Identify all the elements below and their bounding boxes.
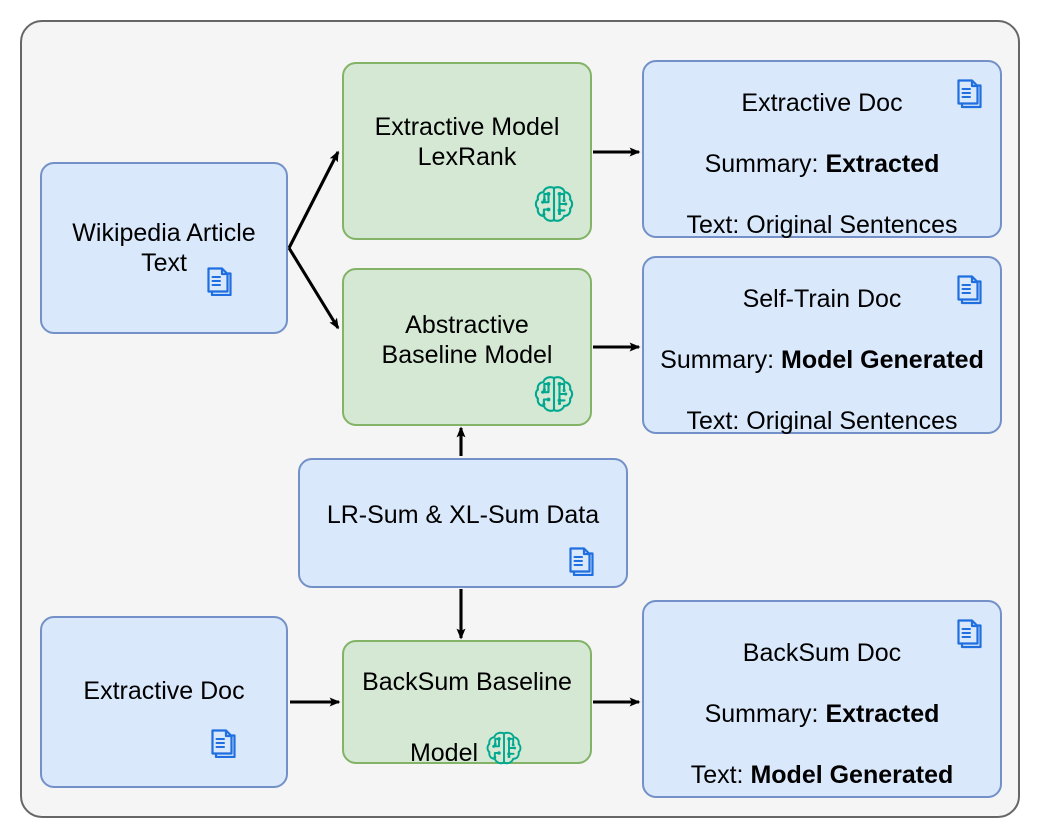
doc-backsum-line1: BackSum Doc [742,639,902,667]
doc-selftrain-line2-prefix: Summary: [660,346,782,374]
documents-icon [202,262,232,297]
doc-extractive-line2-value: Extracted [825,150,940,178]
doc-extractive-line2-prefix: Summary: [704,150,826,178]
node-abstractive-label: Abstractive Baseline Model [381,310,553,370]
node-backsum-model-line2: Model [409,738,479,767]
doc-backsum-line2-prefix: Summary: [704,700,826,728]
node-abstractive-baseline-model[interactable]: Abstractive Baseline Model [342,268,592,426]
documents-icon [952,616,982,650]
doc-backsum-line3-value: Model Generated [750,761,954,789]
node-backsum-baseline-model[interactable]: BackSum Baseline Model [342,640,592,767]
documents-icon [952,76,982,110]
brain-circuit-icon [532,182,576,226]
node-extractive-model-lexrank[interactable]: Extractive Model LexRank [342,62,592,240]
node-doc-backsum-text: BackSum Doc Summary: Extracted Text: Mod… [681,608,964,791]
node-wikipedia-label: Wikipedia Article Text [72,218,256,278]
node-wikipedia-article-text[interactable]: Wikipedia Article Text [40,162,288,334]
node-backsum-model-label-wrap: BackSum Baseline Model [344,636,590,768]
node-doc-selftrain-result[interactable]: Self-Train Doc Summary: Model Generated … [642,254,1002,437]
doc-selftrain-line2-value: Model Generated [781,346,984,374]
node-doc-extractive-result[interactable]: Extractive Doc Summary: Extracted Text: … [642,58,1002,241]
doc-selftrain-line3-value: Original Sentences [746,407,958,435]
doc-extractive-line3-prefix: Text: [686,211,747,239]
doc-backsum-line2-value: Extracted [825,700,940,728]
doc-selftrain-line3-prefix: Text: [686,407,747,435]
node-backsum-model-line1: BackSum Baseline [362,667,572,696]
node-extractive-doc-label: Extractive Doc [83,676,245,705]
node-lrsum-xlsum-data[interactable]: LR-Sum & XL-Sum Data [298,458,628,588]
doc-selftrain-line1: Self-Train Doc [742,285,902,313]
node-doc-backsum-result[interactable]: BackSum Doc Summary: Extracted Text: Mod… [642,600,1002,798]
documents-icon [952,272,982,306]
doc-backsum-line3-prefix: Text: [690,761,751,789]
doc-extractive-line1: Extractive Doc [741,89,903,117]
doc-extractive-line3-value: Original Sentences [746,211,958,239]
brain-circuit-icon [484,728,524,768]
documents-icon [206,724,236,759]
node-doc-selftrain-text: Self-Train Doc Summary: Model Generated … [650,254,994,437]
node-lrsum-label: LR-Sum & XL-Sum Data [326,500,600,529]
node-doc-extractive-text: Extractive Doc Summary: Extracted Text: … [677,58,968,241]
brain-circuit-icon [532,372,576,416]
documents-icon [564,542,594,577]
node-extractive-model-label: Extractive Model LexRank [374,112,560,172]
node-extractive-doc-input[interactable]: Extractive Doc [40,616,288,788]
